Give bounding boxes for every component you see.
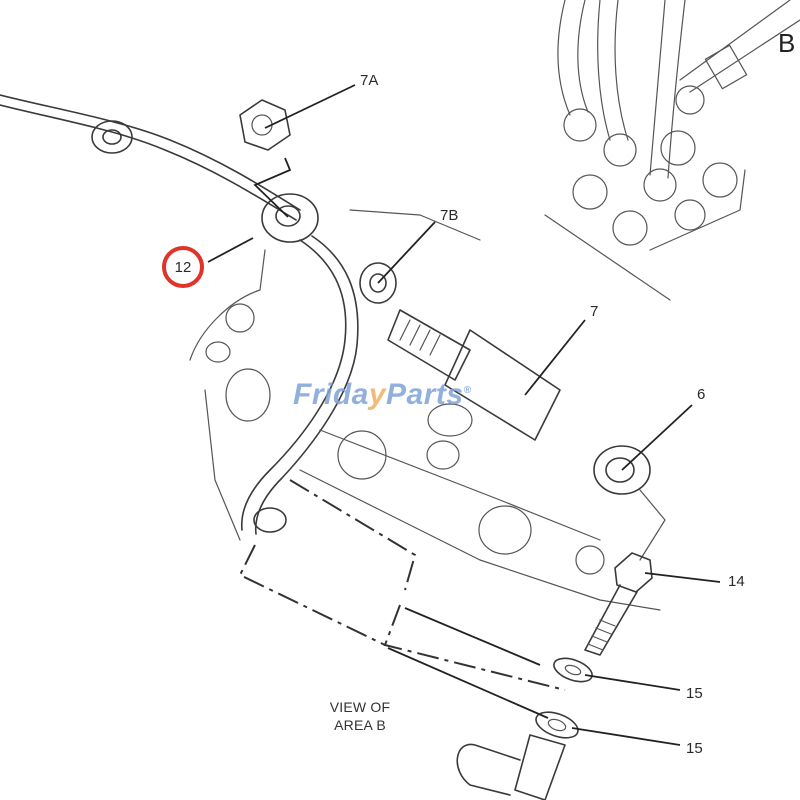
wire-harness (0, 94, 301, 221)
callout-12-label: 12 (174, 258, 192, 276)
callout-7a[interactable]: 7A (360, 72, 379, 89)
washer-7b (359, 262, 397, 304)
callout-14[interactable]: 14 (728, 573, 745, 590)
sensor-7 (387, 309, 561, 441)
watermark-trademark: ® (463, 385, 472, 396)
view-caption-line2: AREA B (334, 717, 386, 733)
watermark-part1: Frida (293, 378, 369, 411)
watermark-logo: FridayParts® (293, 378, 471, 412)
washer-6 (593, 445, 651, 495)
callout-6[interactable]: 6 (697, 386, 706, 403)
callout-15-lower[interactable]: 15 (686, 740, 703, 757)
callout-15-upper[interactable]: 15 (686, 685, 703, 702)
drain-fitting (456, 734, 566, 800)
callout-7[interactable]: 7 (590, 303, 599, 320)
view-area-b-frame (238, 479, 566, 691)
watermark-check: y (368, 378, 387, 411)
washer-15-upper (553, 657, 593, 683)
ring-terminal-12 (240, 193, 359, 535)
watermark-part2: Parts (386, 378, 464, 411)
view-marker-b: B (778, 28, 796, 58)
bolt-14 (584, 552, 653, 656)
view-caption: VIEW OF AREA B (320, 698, 400, 734)
leader-lines (207, 84, 721, 746)
view-caption-line1: VIEW OF (329, 699, 391, 715)
callout-7b[interactable]: 7B (440, 207, 459, 224)
washer-15-lower (535, 711, 579, 739)
nut-7a (239, 99, 291, 151)
highlighted-callout-12[interactable]: 12 (162, 246, 204, 288)
fuel-lines-assembly (544, 0, 800, 301)
